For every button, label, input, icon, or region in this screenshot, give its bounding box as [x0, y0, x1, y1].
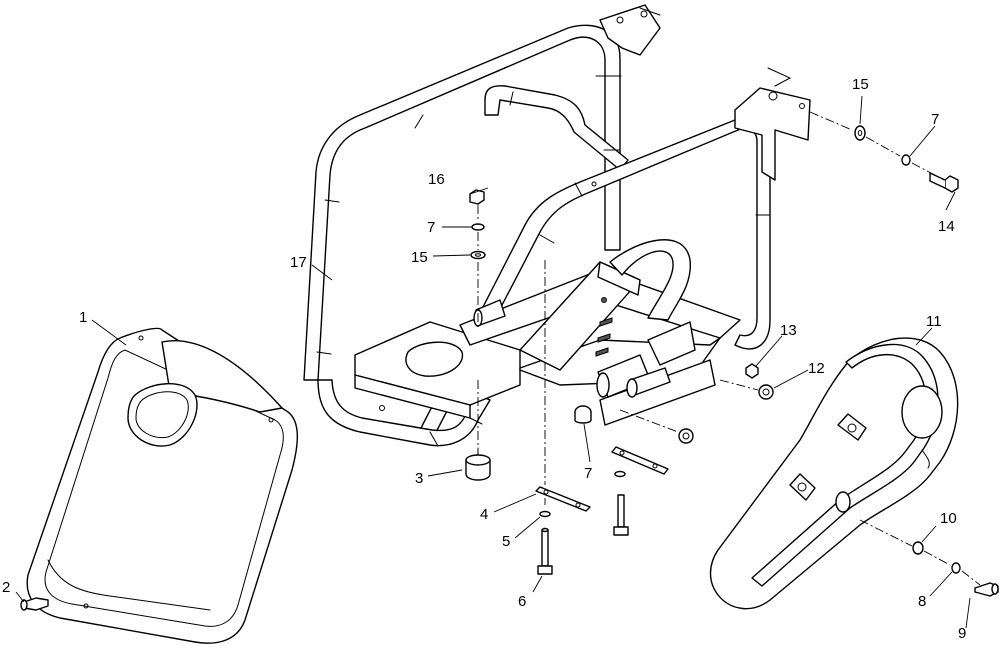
front-cover-part-1 [26, 327, 299, 644]
nut-part-16 [469, 189, 485, 205]
strap-plate-right [611, 446, 669, 475]
washer-part-10 [912, 541, 924, 555]
screw-part-9 [974, 582, 999, 597]
belt-guard-part-11 [709, 337, 959, 610]
rear-bracket-left [599, 4, 661, 56]
washer-part-7 [471, 223, 485, 231]
callout-7-rear: 7 [931, 111, 939, 128]
knob-part-12 [758, 384, 774, 400]
callout-3: 3 [415, 470, 423, 487]
callout-labels: 1 2 3 4 5 6 7 7 7 8 9 10 11 12 13 14 15 … [2, 76, 966, 642]
rear-bracket-right [734, 67, 811, 181]
bolt-part-6 [537, 527, 553, 575]
bumper-part-7 [574, 405, 592, 424]
washer-part-8 [951, 562, 961, 574]
callout-10: 10 [940, 510, 957, 527]
callout-5: 5 [502, 533, 510, 550]
callout-13: 13 [780, 322, 797, 339]
callout-7-top: 7 [427, 219, 435, 236]
callout-15-top: 15 [411, 249, 428, 266]
washer-part-15 [470, 250, 486, 260]
rear-fasteners [854, 125, 959, 193]
callout-17: 17 [290, 254, 307, 271]
strap-plate-part-4 [535, 486, 591, 512]
callout-4: 4 [480, 506, 488, 523]
callout-8: 8 [918, 593, 926, 610]
callout-16: 16 [428, 171, 445, 188]
washer-right [614, 470, 626, 478]
rubber-mount-part-3 [465, 447, 491, 481]
tube-frame-part-17 [303, 24, 771, 447]
screw-part-2 [20, 597, 49, 611]
base-plate [354, 239, 741, 426]
callout-9: 9 [958, 625, 966, 642]
callout-1: 1 [79, 309, 87, 326]
callout-2: 2 [2, 579, 10, 596]
bolt-right [613, 494, 629, 536]
callout-7-middle: 7 [584, 465, 592, 482]
hardware-top-stack [469, 189, 486, 260]
knob-lower [678, 428, 694, 444]
callout-14: 14 [938, 218, 955, 235]
callout-11: 11 [926, 313, 942, 330]
washer-part-5 [539, 510, 551, 518]
callout-6: 6 [518, 593, 526, 610]
leader-lines [15, 95, 971, 629]
callout-15-rear: 15 [852, 76, 869, 93]
nut-part-13 [745, 363, 759, 379]
callout-12: 12 [808, 360, 825, 377]
